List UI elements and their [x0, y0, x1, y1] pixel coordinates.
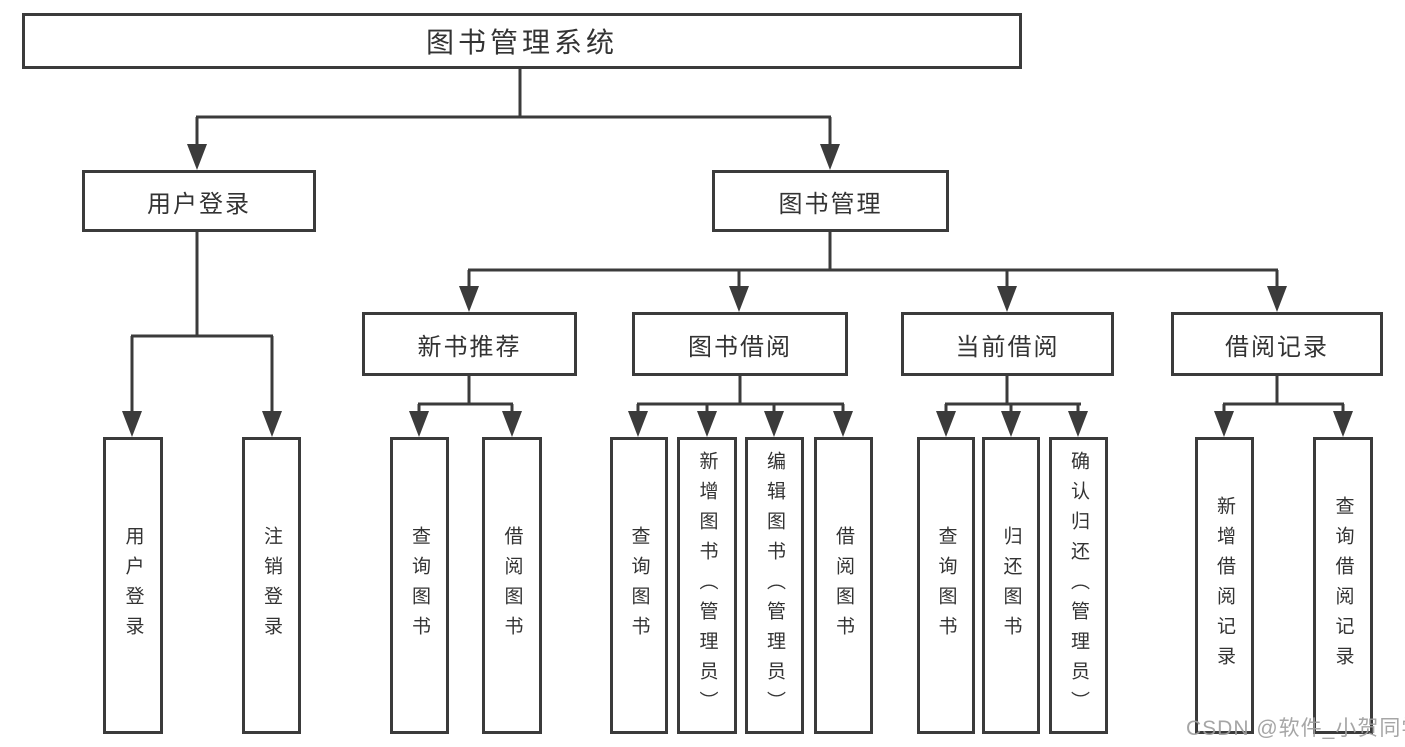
leaf-query-books-recommend: 查询图书: [390, 437, 449, 734]
node-label: 新增图书（管理员）: [696, 450, 718, 721]
node-current-borrowing: 当前借阅: [901, 312, 1114, 376]
node-label: 归还图书: [1000, 525, 1022, 646]
node-borrowing-records: 借阅记录: [1171, 312, 1383, 376]
node-label: 查询图书: [409, 525, 430, 646]
node-label: 注销登录: [261, 525, 282, 646]
node-user-login: 用户登录: [82, 170, 316, 232]
node-label: 用户登录: [122, 525, 144, 646]
node-label: 借阅图书: [833, 525, 854, 646]
node-label: 新增借阅记录: [1214, 495, 1235, 676]
leaf-query-books-borrow: 查询图书: [610, 437, 668, 734]
leaf-logout-login: 注销登录: [242, 437, 301, 734]
node-book-borrowing: 图书借阅: [632, 312, 848, 376]
leaf-borrow-books: 借阅图书: [814, 437, 873, 734]
node-label: 图书管理系统: [425, 27, 618, 58]
leaf-add-books-admin: 新增图书（管理员）: [677, 437, 737, 734]
leaf-edit-books-admin: 编辑图书（管理员）: [745, 437, 804, 734]
node-new-book-recommendation: 新书推荐: [362, 312, 577, 376]
leaf-confirm-return-admin: 确认归还（管理员）: [1049, 437, 1108, 734]
node-book-management: 图书管理: [712, 170, 949, 232]
node-label: 用户登录: [147, 190, 251, 218]
leaf-user-login: 用户登录: [103, 437, 163, 734]
node-label: 编辑图书（管理员）: [764, 450, 785, 721]
leaf-add-borrow-record: 新增借阅记录: [1195, 437, 1254, 734]
node-label: 当前借阅: [955, 333, 1060, 361]
node-label: 图书管理: [778, 190, 883, 218]
leaf-query-books-current: 查询图书: [917, 437, 975, 734]
node-label: 图书借阅: [688, 333, 792, 361]
arrowheads-icon: [122, 144, 1353, 437]
node-label: 查询借阅记录: [1332, 495, 1354, 676]
node-label: 借阅图书: [501, 525, 523, 646]
node-label: 查询图书: [935, 525, 957, 646]
leaf-query-borrow-record: 查询借阅记录: [1313, 437, 1373, 734]
node-label: 查询图书: [628, 525, 650, 646]
node-label: 确认归还（管理员）: [1068, 450, 1089, 721]
connector-path: [130, 69, 1345, 414]
leaf-borrow-books-recommend: 借阅图书: [482, 437, 542, 734]
watermark: CSDN @软件_小贺同学: [1186, 717, 1405, 740]
node-label: 新书推荐: [417, 333, 522, 361]
leaf-return-books: 归还图书: [982, 437, 1040, 734]
node-library-management-system: 图书管理系统: [22, 13, 1022, 69]
node-label: 借阅记录: [1225, 333, 1329, 361]
